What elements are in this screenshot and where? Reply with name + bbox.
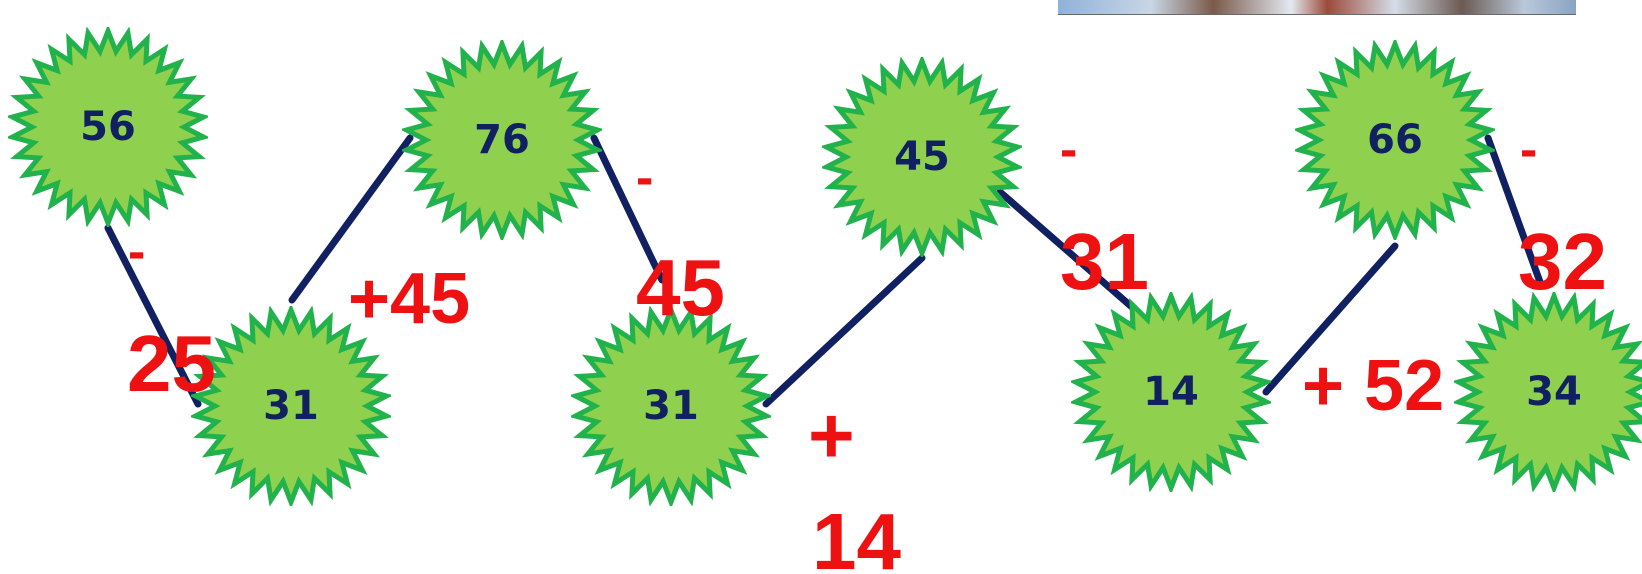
starburst-shape	[402, 40, 602, 240]
op3-value: 45	[636, 243, 725, 332]
star-node-2: 31	[191, 306, 391, 506]
starburst-polygon	[1071, 292, 1271, 492]
star-node-1: 56	[8, 27, 208, 227]
op6-label: + 52	[1302, 346, 1445, 426]
op4-value: 14	[812, 497, 901, 574]
link-31-45	[762, 254, 926, 408]
star-node-7: 66	[1295, 40, 1495, 240]
star-node-6: 14	[1071, 292, 1271, 492]
star-node-3: 76	[402, 40, 602, 240]
node-value: 66	[1367, 117, 1423, 163]
op5-value: 31	[1060, 217, 1149, 306]
photo-strip	[1058, 0, 1576, 15]
op7-value: 32	[1518, 217, 1607, 306]
starburst-shape	[1295, 40, 1495, 240]
node-value: 31	[263, 383, 319, 429]
starburst-polygon	[571, 306, 771, 506]
link-14-66	[1262, 242, 1399, 396]
node-value: 14	[1143, 369, 1199, 415]
starburst-shape	[191, 306, 391, 506]
link-31-76	[288, 134, 414, 304]
link-56-31	[104, 224, 202, 408]
node-value: 45	[894, 134, 950, 180]
op1-value: 25	[127, 319, 216, 408]
op7-sign: -	[1520, 121, 1538, 179]
starburst-polygon	[1295, 40, 1495, 240]
star-node-4: 31	[571, 306, 771, 506]
star-node-8: 34	[1454, 292, 1642, 492]
op3-sign: -	[636, 149, 654, 207]
op2-label: +45	[348, 259, 471, 339]
starburst-polygon	[8, 27, 208, 227]
link-76-31	[590, 134, 666, 284]
starburst-shape	[8, 27, 208, 227]
starburst-shape	[822, 57, 1022, 257]
star-node-5: 45	[822, 57, 1022, 257]
link-45-14	[996, 188, 1137, 312]
starburst-polygon	[822, 57, 1022, 257]
starburst-shape	[1071, 292, 1271, 492]
node-value: 76	[474, 117, 530, 163]
op1-sign: -	[128, 223, 146, 281]
starburst-polygon	[1454, 292, 1642, 492]
node-value: 34	[1526, 369, 1582, 415]
starburst-shape	[1454, 292, 1642, 492]
op5-sign: -	[1060, 121, 1078, 179]
op4-sign: +	[808, 391, 855, 480]
node-value: 31	[643, 383, 699, 429]
link-66-34	[1484, 134, 1544, 286]
starburst-polygon	[402, 40, 602, 240]
node-value: 56	[80, 104, 136, 150]
starburst-polygon	[191, 306, 391, 506]
starburst-shape	[571, 306, 771, 506]
